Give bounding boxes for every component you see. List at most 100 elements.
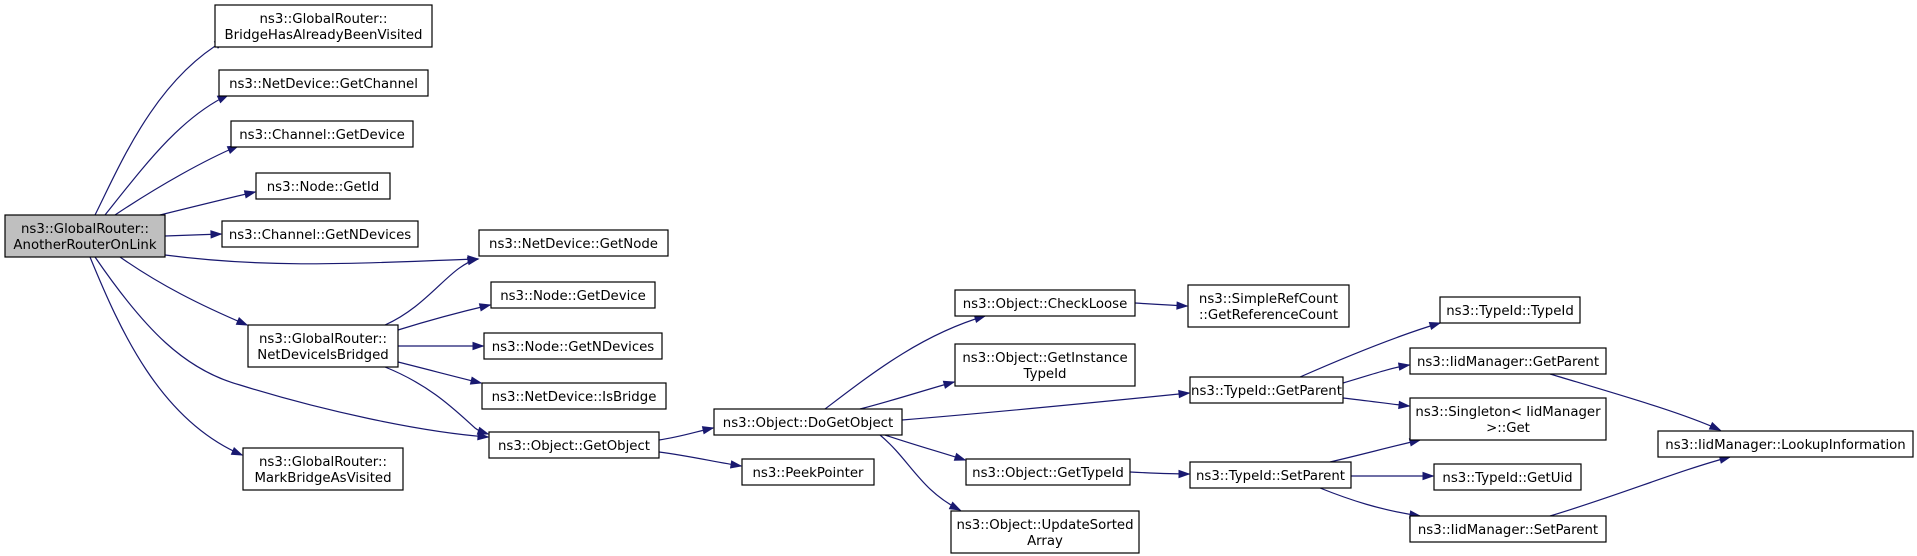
arrowhead	[701, 426, 715, 435]
edge-root-to-nd-is-bridged	[119, 256, 249, 326]
node-label: ns3::TypeId::SetParent	[1196, 469, 1345, 484]
node-root[interactable]: ns3::GlobalRouter::AnotherRouterOnLink	[4, 214, 166, 258]
node-label: BridgeHasAlreadyBeenVisited	[225, 28, 423, 43]
node-iid-set-parent[interactable]: ns3::IidManager::SetParent	[1409, 515, 1607, 543]
arrowhead	[243, 190, 257, 199]
edge-tid-get-parent-to-tid-type-id	[1299, 321, 1442, 378]
node-tid-type-id[interactable]: ns3::TypeId::TypeId	[1439, 296, 1581, 324]
edge-line	[1319, 487, 1421, 517]
edge-do-get-object-to-tid-get-parent	[901, 389, 1191, 421]
node-nd-get-node[interactable]: ns3::NetDevice::GetNode	[478, 229, 669, 257]
edge-line	[164, 254, 479, 265]
node-box	[242, 447, 404, 491]
node-label: ns3::Object::UpdateSorted	[956, 518, 1133, 533]
node-box	[218, 69, 429, 97]
arrowhead	[235, 317, 249, 326]
arrowhead	[1176, 301, 1189, 310]
arrowhead	[1398, 400, 1411, 410]
edge-line	[824, 315, 986, 410]
node-box	[954, 289, 1136, 317]
edge-line	[1549, 373, 1721, 431]
edge-line	[658, 451, 742, 467]
edge-obj-get-type-id-to-tid-set-parent	[1129, 469, 1191, 479]
arrowhead	[729, 460, 743, 469]
node-iid-get-parent[interactable]: ns3::IidManager::GetParent	[1409, 347, 1607, 375]
node-tid-get-parent[interactable]: ns3::TypeId::GetParent	[1189, 376, 1344, 404]
node-do-get-object[interactable]: ns3::Object::DoGetObject	[713, 408, 903, 436]
edge-line	[397, 361, 482, 384]
node-box	[1189, 461, 1352, 489]
edge-obj-get-object-to-do-get-object	[658, 426, 715, 441]
node-label: ns3::IidManager::LookupInformation	[1665, 438, 1905, 453]
arrowhead	[210, 230, 223, 239]
node-singleton-get[interactable]: ns3::Singleton< IidManager >::Get	[1409, 397, 1607, 441]
edge-line	[94, 256, 489, 438]
node-box	[954, 343, 1136, 387]
node-label: MarkBridgeAsVisited	[254, 471, 391, 486]
node-label: ns3::NetDevice::GetNode	[489, 237, 658, 252]
edge-root-to-ch-get-ndevices	[164, 230, 223, 239]
node-box	[247, 324, 399, 368]
edge-tid-set-parent-to-singleton-get	[1329, 438, 1422, 463]
node-label: ns3::PeekPointer	[752, 466, 864, 481]
node-peek-pointer[interactable]: ns3::PeekPointer	[741, 458, 875, 486]
node-box	[4, 214, 166, 258]
edge-line	[384, 258, 479, 326]
node-node-get-ndevices[interactable]: ns3::Node::GetNDevices	[483, 332, 663, 360]
node-node-get-device[interactable]: ns3::Node::GetDevice	[490, 281, 656, 309]
arrowhead	[230, 447, 244, 456]
node-ch-get-ndevices[interactable]: ns3::Channel::GetNDevices	[221, 220, 419, 248]
node-bridge-visited[interactable]: ns3::GlobalRouter::BridgeHasAlreadyBeenV…	[214, 4, 433, 48]
node-box	[214, 4, 433, 48]
node-box	[1409, 515, 1607, 543]
arrowhead	[466, 257, 480, 266]
node-nd-get-channel[interactable]: ns3::NetDevice::GetChannel	[218, 69, 429, 97]
edge-root-to-mark-bridge	[89, 256, 244, 456]
arrowhead	[1708, 421, 1722, 431]
edge-line	[884, 434, 966, 461]
arrowhead	[948, 501, 962, 511]
edge-tid-get-parent-to-iid-get-parent	[1342, 362, 1411, 384]
node-label: ns3::Object::GetInstance	[962, 351, 1127, 366]
node-label: ns3::Node::GetNDevices	[492, 340, 655, 355]
node-nd-is-bridged[interactable]: ns3::GlobalRouter::NetDeviceIsBridged	[247, 324, 399, 368]
node-node-get-id[interactable]: ns3::Node::GetId	[255, 172, 391, 200]
node-label: ns3::Singleton< IidManager	[1415, 405, 1601, 420]
edge-root-to-nd-get-node	[164, 254, 480, 265]
node-box	[741, 458, 875, 486]
node-box	[1657, 430, 1914, 458]
arrowhead	[953, 452, 967, 461]
node-box	[490, 281, 656, 309]
arrowhead	[478, 303, 492, 312]
edge-tid-set-parent-to-iid-set-parent	[1319, 487, 1422, 519]
node-tid-get-uid[interactable]: ns3::TypeId::GetUid	[1433, 463, 1582, 491]
edge-line	[89, 256, 243, 456]
edge-line	[114, 145, 239, 216]
node-label: ns3::Object::GetTypeId	[972, 466, 1124, 481]
arrowhead	[472, 341, 485, 351]
node-get-ref-count[interactable]: ns3::SimpleRefCount::GetReferenceCount	[1187, 284, 1350, 328]
node-check-loose[interactable]: ns3::Object::CheckLoose	[954, 289, 1136, 317]
node-mark-bridge[interactable]: ns3::GlobalRouter::MarkBridgeAsVisited	[242, 447, 404, 491]
edge-nd-is-bridged-to-node-get-device	[397, 303, 492, 331]
node-lookup-info[interactable]: ns3::IidManager::LookupInformation	[1657, 430, 1914, 458]
node-label: ns3::Object::GetObject	[498, 439, 650, 454]
node-tid-set-parent[interactable]: ns3::TypeId::SetParent	[1189, 461, 1352, 489]
edge-obj-get-object-to-peek-pointer	[658, 451, 743, 469]
node-label: ns3::Object::DoGetObject	[723, 416, 893, 431]
node-label: ns3::Node::GetDevice	[500, 289, 646, 304]
node-label: ns3::IidManager::SetParent	[1418, 523, 1598, 538]
node-box	[221, 220, 419, 248]
edge-line	[94, 39, 226, 216]
node-ch-get-device[interactable]: ns3::Channel::GetDevice	[230, 120, 414, 148]
node-label: ns3::SimpleRefCount	[1199, 292, 1338, 307]
edge-line	[1299, 322, 1441, 378]
node-label: ns3::GlobalRouter::	[260, 12, 388, 27]
node-obj-get-object[interactable]: ns3::Object::GetObject	[488, 431, 660, 459]
arrowhead	[1178, 389, 1191, 399]
node-box	[488, 431, 660, 459]
node-nd-is-bridge[interactable]: ns3::NetDevice::IsBridge	[481, 382, 667, 410]
node-obj-get-type-id[interactable]: ns3::Object::GetTypeId	[965, 458, 1131, 486]
